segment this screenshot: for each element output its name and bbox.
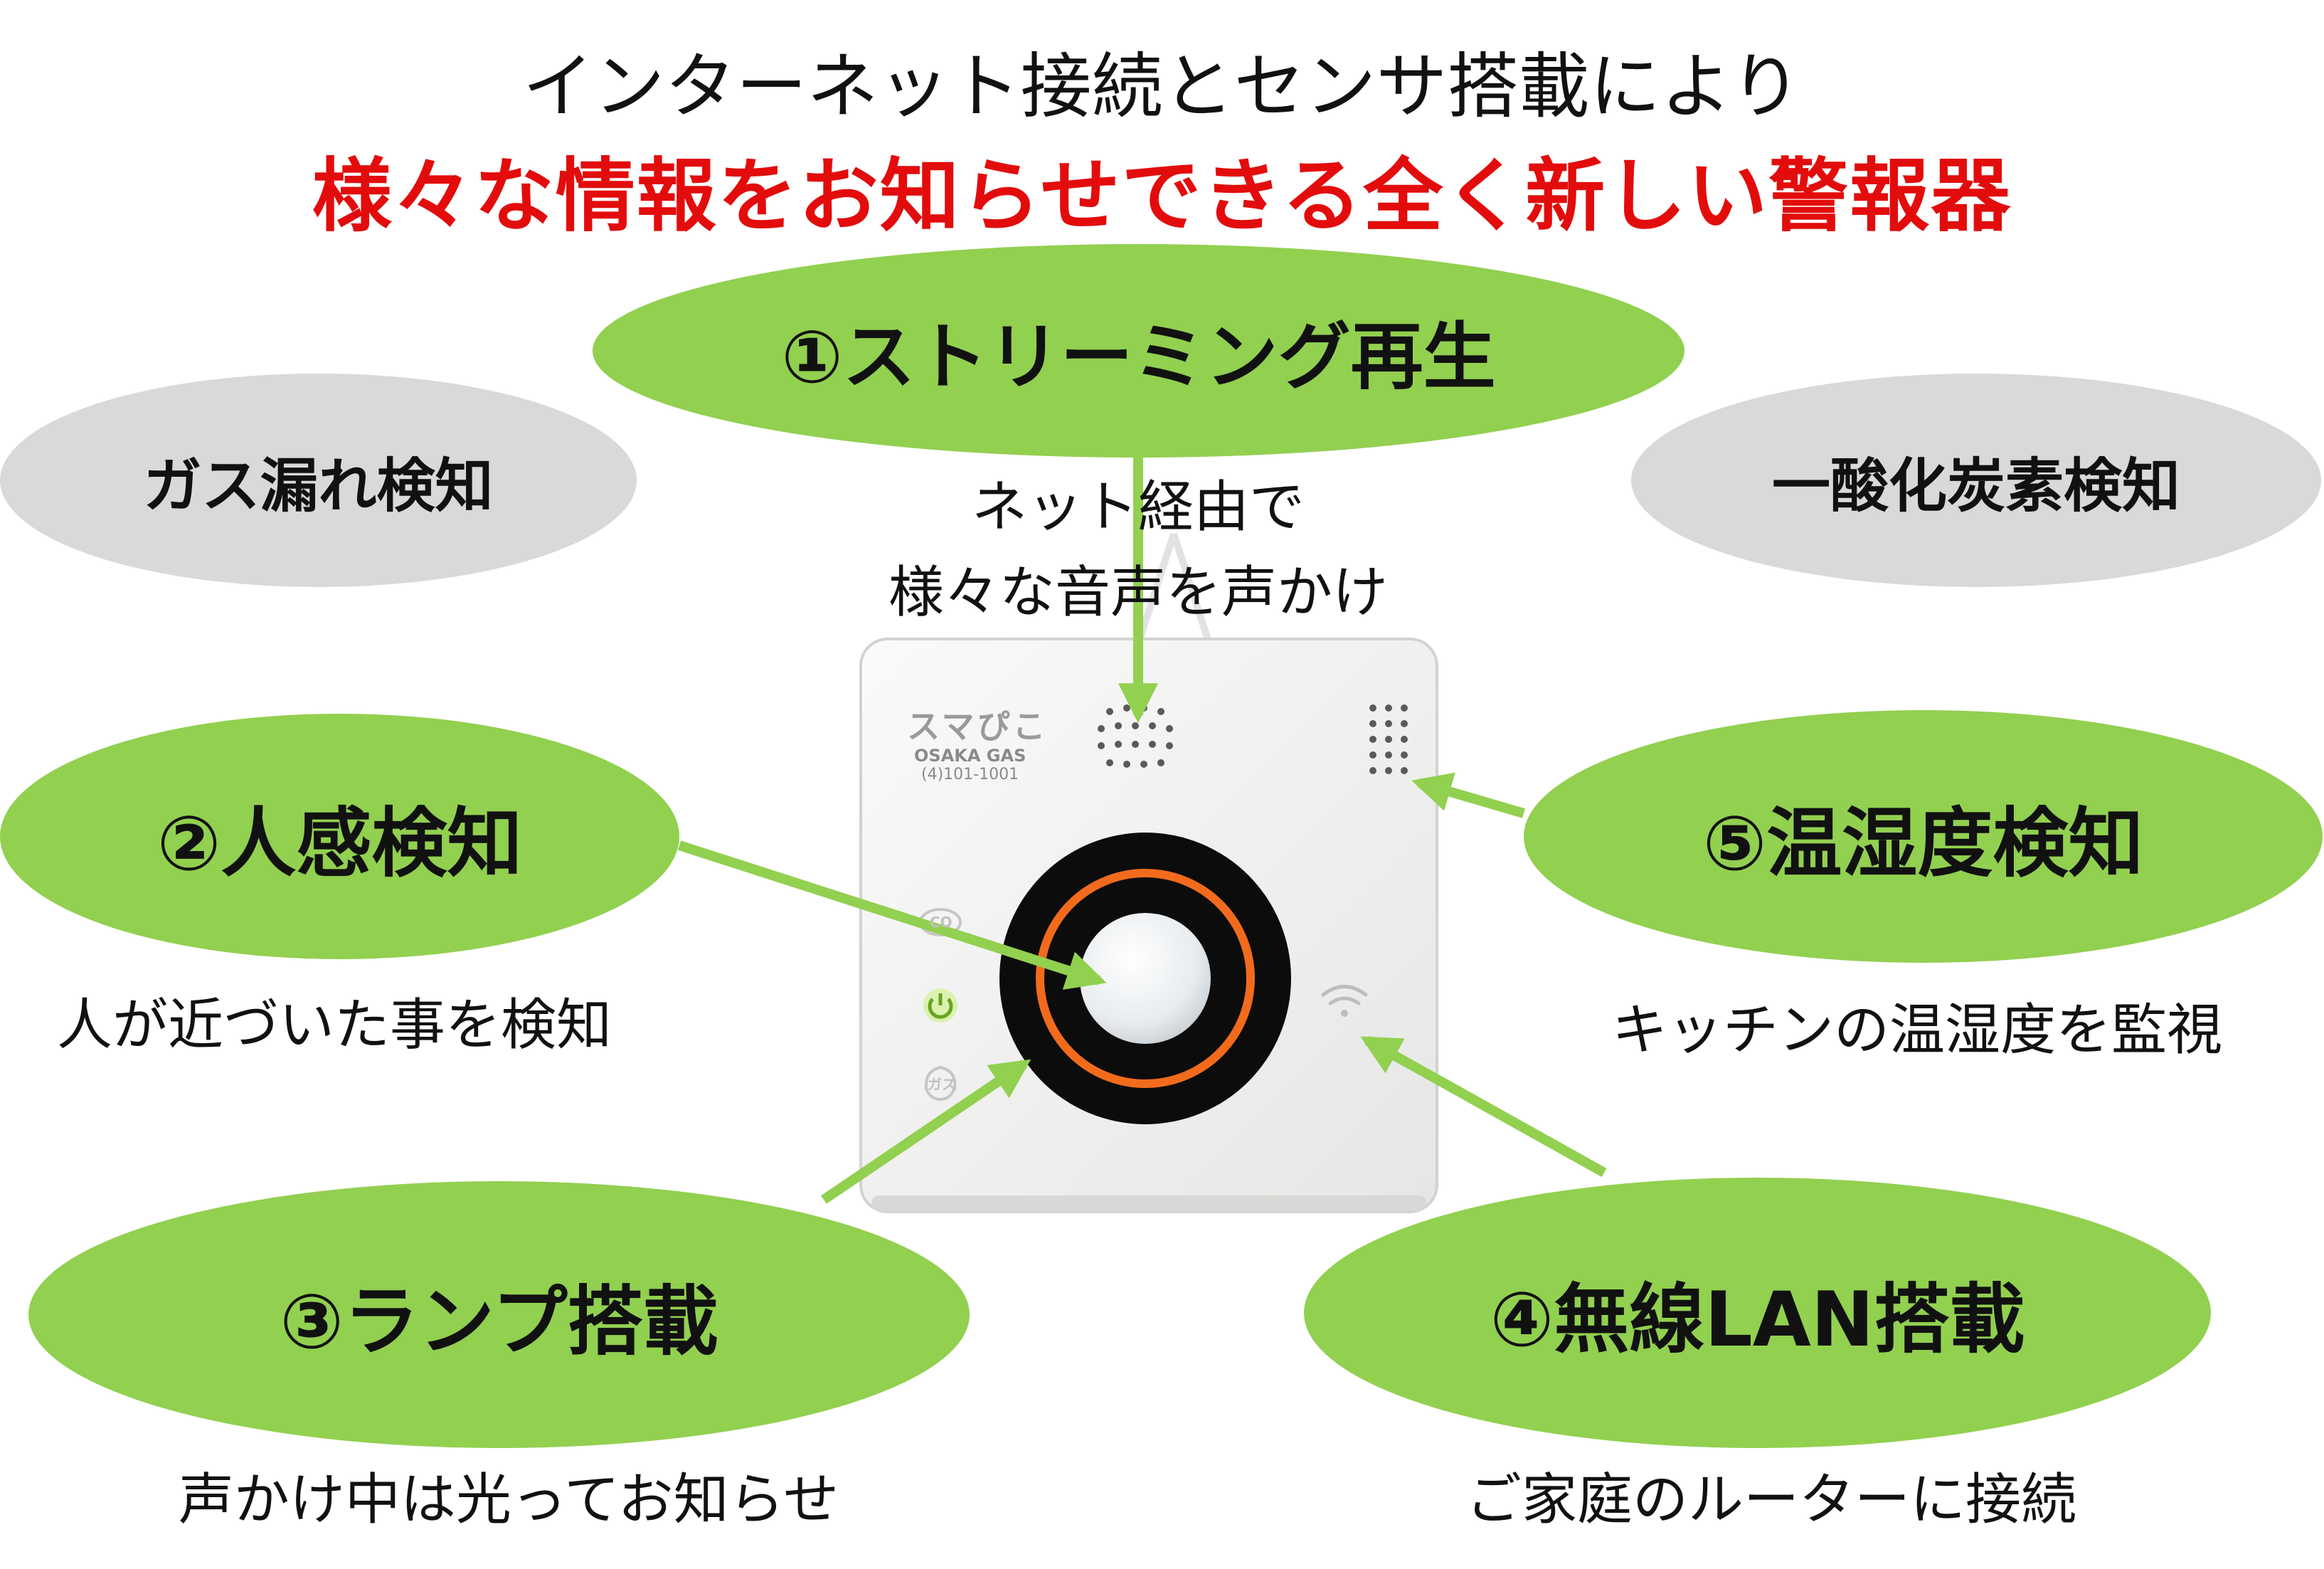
feature-lamp-title: ③ランプ搭載	[280, 1277, 718, 1365]
header-title: 様々な情報をお知らせできる全く新しい警報器	[312, 150, 2012, 243]
caption-streaming-line1: ネット経由で	[971, 475, 1305, 539]
device-maker: OSAKA GAS	[914, 746, 1026, 766]
feature-gas-leak: ガス漏れ検知	[0, 374, 637, 587]
arrow-presence	[677, 840, 1107, 990]
caption-temp-humidity: キッチンの温湿度を監視	[1611, 998, 2222, 1062]
arrow-lamp	[821, 1059, 1031, 1204]
arrow-temp-humidity	[1411, 772, 1525, 818]
feature-streaming: ①ストリーミング再生	[593, 244, 1684, 458]
feature-temp-humidity: ⑤温湿度検知	[1524, 710, 2323, 963]
device-brand: スマぴこ	[907, 707, 1049, 746]
feature-co-title: 一酸化炭素検知	[1771, 452, 2180, 520]
pir-lens	[1080, 913, 1211, 1044]
caption-lamp: 声かけ中は光ってお知らせ	[178, 1468, 839, 1532]
power-icon	[928, 993, 953, 1019]
gas-icon	[924, 1065, 957, 1102]
sensor-vent	[1369, 704, 1408, 774]
header-subtitle: インターネット接続とセンサ搭載により	[522, 45, 1802, 128]
device-gas-label: ガス	[928, 1076, 956, 1093]
feature-streaming-title: ①ストリーミング再生	[781, 315, 1496, 400]
caption-presence: 人が近づいた事を検知	[56, 993, 612, 1057]
feature-presence-title: ②人感検知	[156, 799, 523, 887]
feature-co: 一酸化炭素検知	[1631, 374, 2321, 587]
feature-gas-leak-title: ガス漏れ検知	[143, 452, 494, 520]
wifi-icon	[1321, 985, 1368, 1017]
caption-wifi: ご家庭のルーターに接続	[1465, 1468, 2076, 1532]
feature-wifi: ④無線LAN搭載	[1304, 1178, 2211, 1448]
feature-temp-humidity-title: ⑤温湿度検知	[1702, 799, 2144, 887]
lamp-ring	[1036, 869, 1255, 1088]
arrow-wifi	[1360, 1035, 1607, 1178]
feature-presence: ②人感検知	[0, 714, 679, 959]
hanging-string	[1135, 532, 1213, 645]
device-co-label: CO	[930, 914, 953, 931]
caption-streaming-line2: 様々な音声を声かけ	[888, 561, 1388, 625]
feature-lamp: ③ランプ搭載	[28, 1181, 970, 1448]
device-model: (4)101-1001	[921, 766, 1019, 783]
feature-wifi-title: ④無線LAN搭載	[1490, 1276, 2025, 1363]
